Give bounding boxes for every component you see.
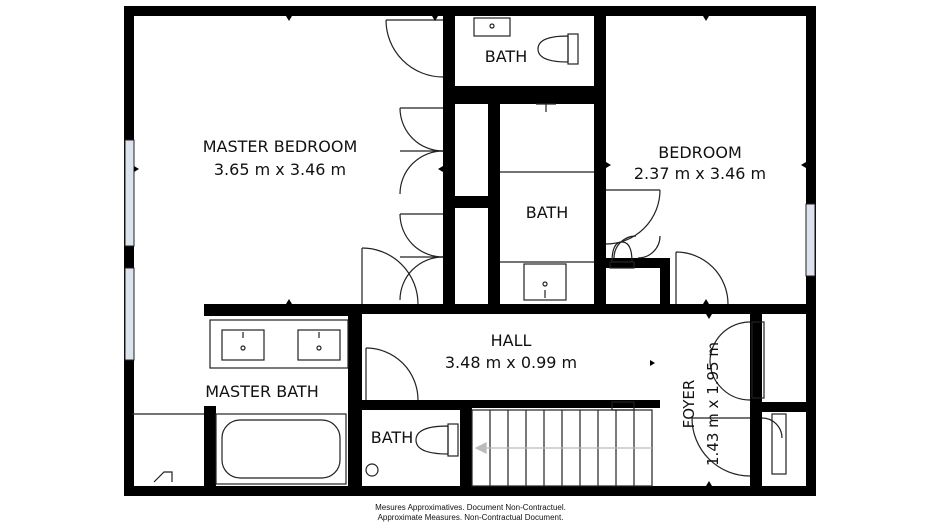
closet-rod — [771, 413, 787, 475]
door-foyer-closet-double — [709, 321, 751, 401]
bath-middle-name: BATH — [526, 203, 568, 222]
staircase — [471, 409, 653, 487]
door-bedroom — [605, 189, 661, 245]
window-master-lower — [124, 267, 135, 361]
disclaimer-english: Approximate Measures. Non-Contractual Do… — [377, 513, 564, 522]
master-bath-name: MASTER BATH — [205, 382, 318, 401]
bath-top-name: BATH — [485, 47, 527, 66]
master-bedroom-dims: 3.65 m x 3.46 m — [214, 160, 346, 179]
bathtub-basin — [221, 419, 341, 479]
foyer-name: FOYER — [680, 380, 698, 429]
room-labels: MASTER BEDROOM 3.65 m x 3.46 m BEDROOM 2… — [203, 47, 766, 466]
door-master-bedroom — [361, 247, 419, 305]
sink-icon — [221, 329, 265, 361]
closet-door-master-1 — [399, 107, 444, 195]
door-bottom-bath — [365, 347, 419, 401]
sink-icon — [523, 263, 567, 301]
disclaimer-french: Mesures Approximatives. Document Non-Con… — [375, 503, 566, 512]
door-bedroom-closet — [613, 235, 661, 259]
window-master-upper — [124, 139, 135, 247]
closet-shelf — [751, 321, 765, 399]
sink-icon — [473, 17, 511, 37]
vanity-counter — [209, 319, 349, 369]
toilet-icon — [537, 33, 579, 65]
dimension-markers — [134, 16, 806, 486]
foyer-dims: 1.43 m x 1.95 m — [704, 342, 722, 466]
bathtub — [215, 413, 347, 485]
shower-drain-icon — [365, 463, 379, 477]
door-foyer-closet — [675, 251, 729, 305]
interior-lines — [132, 17, 787, 487]
hall-dims: 3.48 m x 0.99 m — [445, 353, 577, 372]
toilet-icon — [415, 423, 459, 457]
shower-icon — [153, 471, 173, 483]
window-bedroom — [805, 203, 816, 277]
master-bedroom-name: MASTER BEDROOM — [203, 137, 358, 156]
door-foyer-small — [761, 417, 783, 439]
sink-icon — [297, 329, 341, 361]
doors — [361, 19, 783, 477]
bedroom-dims: 2.37 m x 3.46 m — [634, 164, 766, 183]
door-top-bath — [385, 19, 444, 78]
stair-arrow-icon — [474, 442, 487, 454]
closet-door-master-2 — [399, 213, 444, 301]
bath-bottom-name: BATH — [371, 428, 413, 447]
windows — [124, 139, 816, 361]
door-front-entry — [691, 417, 751, 477]
bedroom-name: BEDROOM — [658, 143, 742, 162]
shower-icon — [536, 103, 556, 112]
hall-name: HALL — [491, 331, 532, 350]
